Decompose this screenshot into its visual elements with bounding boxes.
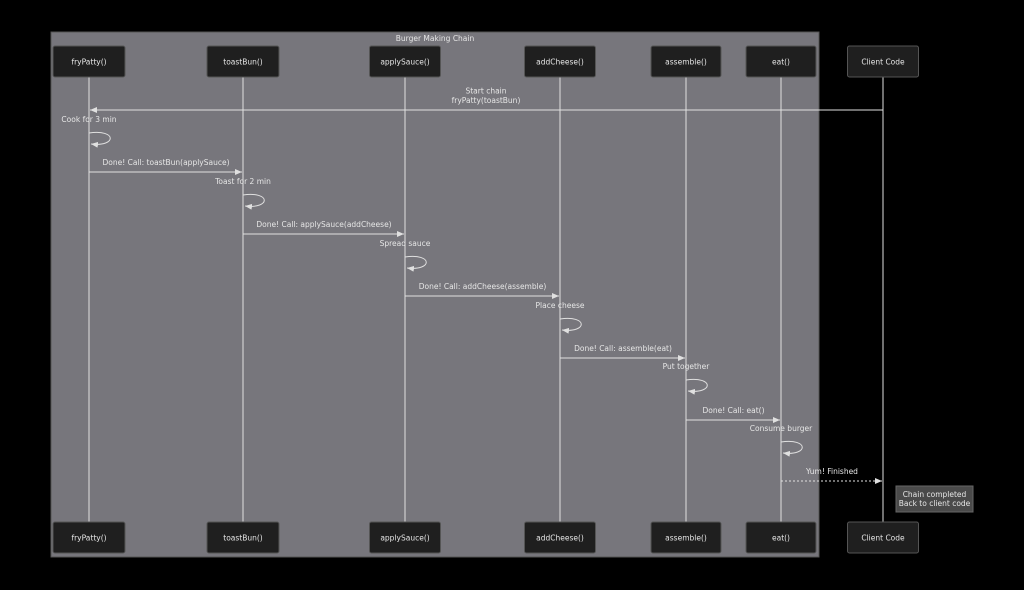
note-text: Back to client code <box>899 499 971 508</box>
participant-label: fryPatty() <box>71 534 106 543</box>
message-label: fryPatty(toastBun) <box>452 96 521 105</box>
participant-box-top <box>206 45 280 78</box>
self-message-label: Consume burger <box>750 424 813 433</box>
participant-box-bottom <box>369 521 441 554</box>
message-label: Done! Call: applySauce(addCheese) <box>256 220 391 229</box>
self-message-arrow <box>685 378 708 395</box>
participant-label: toastBun() <box>223 534 263 543</box>
message-label: Done! Call: eat() <box>702 406 764 415</box>
group-box <box>50 31 820 558</box>
participant-label: assemble() <box>665 534 707 543</box>
message-label: Done! Call: addCheese(assemble) <box>419 282 547 291</box>
self-message-label: Spread sauce <box>380 239 431 248</box>
participant-label: assemble() <box>665 58 707 67</box>
participant-label: Client Code <box>861 58 905 67</box>
participant-label: eat() <box>772 58 790 67</box>
self-message-label: Toast for 2 min <box>214 177 271 186</box>
participant-label: Client Code <box>861 534 905 543</box>
participant-label: addCheese() <box>536 58 584 67</box>
participant-box-top <box>524 45 596 78</box>
self-message-arrow <box>88 131 111 148</box>
self-message-label: Put together <box>663 362 711 371</box>
participant-box-top <box>847 45 919 78</box>
participant-label: toastBun() <box>223 58 263 67</box>
participant-label: applySauce() <box>380 534 429 543</box>
self-message-arrow <box>242 193 265 210</box>
self-message-arrow <box>559 317 582 334</box>
self-message-label: Cook for 3 min <box>61 115 116 124</box>
self-message-arrow <box>780 440 803 457</box>
participant-box-top <box>650 45 722 78</box>
participant-box-bottom <box>52 521 126 554</box>
note-text: Chain completed <box>903 490 967 499</box>
participant-box-bottom <box>206 521 280 554</box>
participant-box-bottom <box>745 521 817 554</box>
participant-box-top <box>52 45 126 78</box>
participant-box-top <box>369 45 441 78</box>
participant-label: fryPatty() <box>71 58 106 67</box>
participant-box-bottom <box>524 521 596 554</box>
message-label: Yum! Finished <box>805 467 858 476</box>
self-message-arrow <box>404 255 427 272</box>
group-title: Burger Making Chain <box>396 34 475 43</box>
participant-box-bottom <box>847 521 919 554</box>
participant-box-top <box>745 45 817 78</box>
message-label: Done! Call: assemble(eat) <box>574 344 672 353</box>
message-label: Done! Call: toastBun(applySauce) <box>103 158 230 167</box>
message-label: Start chain <box>465 87 506 96</box>
participant-label: eat() <box>772 534 790 543</box>
participant-label: addCheese() <box>536 534 584 543</box>
self-message-label: Place cheese <box>536 301 585 310</box>
participant-label: applySauce() <box>380 58 429 67</box>
note-box <box>895 485 974 513</box>
participant-box-bottom <box>650 521 722 554</box>
